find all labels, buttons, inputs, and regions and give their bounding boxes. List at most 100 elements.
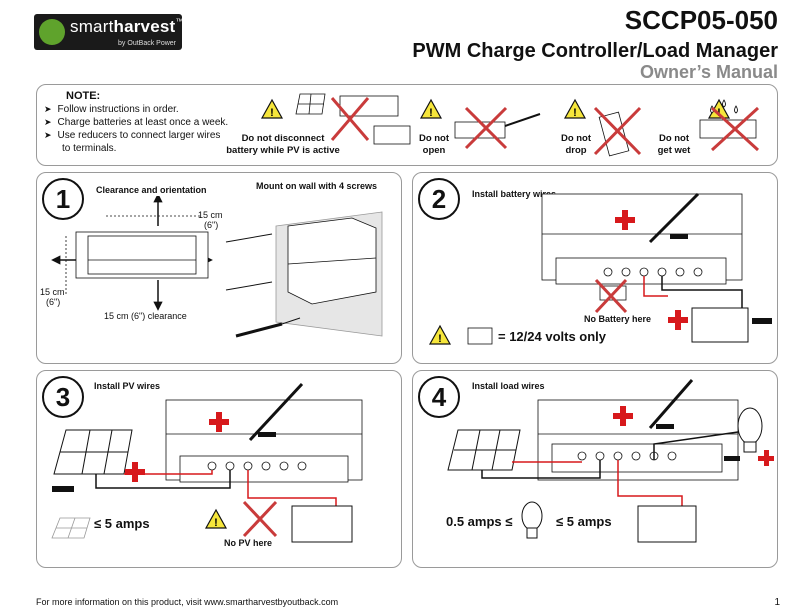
step-4-diagram xyxy=(447,379,774,543)
small-battery-icon xyxy=(467,327,493,345)
note-item: Follow instructions in order. xyxy=(44,103,228,116)
svg-text:!: ! xyxy=(573,107,577,119)
x-mark-icon xyxy=(242,500,278,538)
load-amps-low: 0.5 amps ≤ xyxy=(446,514,513,529)
note-item: Charge batteries at least once a week. xyxy=(44,116,229,129)
step-number: 3 xyxy=(42,376,84,418)
wall-mount-icon xyxy=(275,211,383,337)
note-item: Use reducers to connect larger wires xyxy=(44,129,228,142)
x-mark-icon xyxy=(464,106,508,150)
battery-icon xyxy=(691,307,749,343)
document-type: Owner’s Manual xyxy=(639,62,778,82)
step-number: 4 xyxy=(418,376,460,418)
warning-sign-icon: ! xyxy=(428,324,452,345)
step-1-diagram xyxy=(51,196,383,338)
load-wire xyxy=(653,429,753,460)
step-4-title: Install load wires xyxy=(472,381,545,391)
brand-logo: smartharvest™ by OutBack Power xyxy=(34,14,184,50)
note-list: Follow instructions in order. Charge bat… xyxy=(44,103,229,155)
x-mark-icon xyxy=(330,97,370,141)
screwdriver-icon xyxy=(648,379,694,429)
step-3-diagram: ! xyxy=(51,382,363,543)
note-item-cont: to terminals. xyxy=(62,143,117,154)
x-mark-icon xyxy=(710,106,760,152)
warning-label: Do not open xyxy=(418,133,450,156)
minus-icon xyxy=(670,234,688,239)
black-wire xyxy=(481,460,601,479)
step-2-title: Install battery wires xyxy=(472,189,557,199)
brand-name: smartharvest™ xyxy=(70,17,184,36)
red-wire xyxy=(643,276,668,297)
svg-text:!: ! xyxy=(214,517,218,529)
battery-wire xyxy=(617,460,683,506)
screwdriver-icon xyxy=(648,192,700,244)
svg-text:!: ! xyxy=(438,333,442,345)
warning-sign-icon: ! xyxy=(260,98,284,119)
clearance-top-inches: (6") xyxy=(204,220,219,230)
clearance-left: 15 cm xyxy=(40,287,65,297)
bulb-icon xyxy=(737,407,763,453)
x-mark-icon xyxy=(593,106,642,156)
svg-text:!: ! xyxy=(270,107,274,119)
clearance-top: 15 cm xyxy=(198,210,223,220)
clearance-bottom: 15 cm (6") clearance xyxy=(104,311,187,321)
black-wire xyxy=(95,470,231,489)
clearance-left-inches: (6") xyxy=(46,297,61,307)
plus-icon xyxy=(615,210,635,230)
warning-label: Do not get wet xyxy=(657,133,691,156)
plus-icon xyxy=(125,462,145,482)
battery-icon xyxy=(291,505,353,543)
plus-icon xyxy=(613,406,633,426)
model-title: SCCP05-050 xyxy=(624,5,778,35)
warning-sign-icon: ! xyxy=(204,508,228,529)
battery-icon xyxy=(373,125,411,145)
bulb-icon xyxy=(521,501,543,539)
warning-illustrations: ! ! ! ! xyxy=(260,93,760,157)
x-mark-icon xyxy=(594,278,628,314)
screw-icon xyxy=(225,233,273,291)
screwdriver-icon xyxy=(504,113,541,127)
voltage-note: = 12/24 volts only xyxy=(498,329,607,344)
warning-sign-icon: ! xyxy=(419,98,443,119)
footer-info: For more information on this product, vi… xyxy=(36,597,339,607)
terminal-icons xyxy=(577,451,677,461)
pv-panel-icon xyxy=(53,429,133,475)
minus-icon xyxy=(52,486,74,492)
step-2-diagram: ! xyxy=(428,192,772,345)
minus-icon xyxy=(752,318,772,324)
step-1-title: Clearance and orientation xyxy=(96,185,207,195)
red-wire xyxy=(124,470,213,475)
product-subtitle: PWM Charge Controller/Load Manager xyxy=(412,40,778,62)
minus-icon xyxy=(258,432,276,437)
step-1-mount-title: Mount on wall with 4 screws xyxy=(256,181,378,191)
page-number: 1 xyxy=(774,597,780,608)
warning-label: Do not drop xyxy=(560,133,592,156)
plus-icon xyxy=(758,450,774,466)
battery-icon xyxy=(637,505,697,543)
controller-icon xyxy=(75,231,209,279)
screwdriver-icon xyxy=(248,382,304,442)
load-amps-high: ≤ 5 amps xyxy=(556,514,612,529)
minus-icon xyxy=(724,456,740,461)
pv-panel-icon xyxy=(447,429,521,471)
plus-icon xyxy=(668,310,688,330)
step-number: 2 xyxy=(418,178,460,220)
pv-panel-icon xyxy=(295,93,326,115)
brand-by-line: by OutBack Power xyxy=(118,40,176,47)
plus-icon xyxy=(209,412,229,432)
screwdriver-icon xyxy=(235,317,301,338)
pv-panel-icon xyxy=(51,517,91,539)
battery-wire xyxy=(247,470,337,506)
note-title: NOTE: xyxy=(66,90,101,102)
no-battery-label: No Battery here xyxy=(584,314,652,324)
no-pv-label: No PV here xyxy=(224,538,273,548)
minus-icon xyxy=(656,424,674,429)
step-number: 1 xyxy=(42,178,84,220)
svg-text:!: ! xyxy=(429,107,433,119)
controller-icon xyxy=(537,399,739,481)
warning-label: Do not disconnect battery while PV is ac… xyxy=(226,133,340,156)
step-3-title: Install PV wires xyxy=(94,381,161,391)
pv-amps-note: ≤ 5 amps xyxy=(94,516,150,531)
warning-sign-icon: ! xyxy=(563,98,587,119)
black-wire xyxy=(661,276,743,308)
